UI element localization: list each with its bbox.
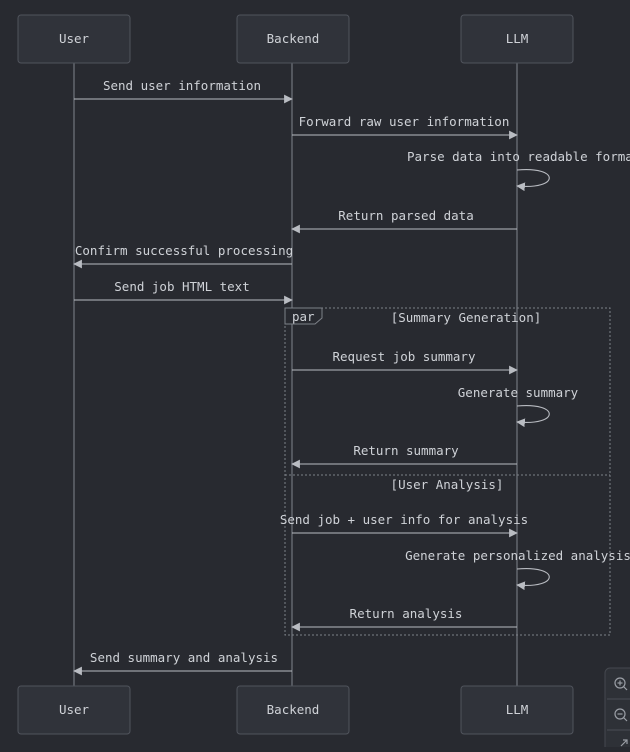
message-10: Send job + user info for analysis — [280, 512, 528, 538]
message-4: Return parsed data — [291, 208, 517, 234]
par-section-summary-label: [Summary Generation] — [391, 310, 542, 325]
message-10-label: Send job + user info for analysis — [280, 512, 528, 527]
actor-top-backend: Backend — [236, 14, 350, 64]
message-5-label: Confirm successful processing — [75, 243, 293, 258]
par-section-analysis-label: [User Analysis] — [391, 477, 504, 492]
message-11-self-arrow — [516, 568, 550, 591]
par-frame-border — [284, 307, 611, 636]
zoom-out-icon[interactable] — [614, 708, 628, 722]
message-9-label: Return summary — [353, 443, 459, 458]
zoom-in-icon[interactable] — [614, 677, 628, 691]
actor-top-user-box — [17, 14, 131, 64]
actor-bottom-backend: Backend — [236, 685, 350, 735]
message-11-label: Generate personalized analysis — [405, 548, 630, 563]
actor-top-user-label: User — [59, 31, 90, 46]
par-keyword: par — [292, 309, 315, 324]
actor-bottom-user: User — [17, 685, 131, 735]
message-5: Confirm successful processing — [73, 243, 293, 269]
message-13: Send summary and analysis — [73, 650, 292, 676]
message-13-label: Send summary and analysis — [90, 650, 278, 665]
actor-top-user: User — [17, 14, 131, 64]
message-8: Generate summary — [458, 385, 579, 428]
par-tag-box — [284, 307, 323, 325]
message-12: Return analysis — [291, 606, 517, 632]
zoom-controls-panel — [604, 667, 630, 752]
message-8-self-arrow — [516, 405, 550, 428]
message-3: Parse data into readable format — [407, 149, 630, 192]
message-3-label: Parse data into readable format — [407, 149, 630, 164]
message-3-self-arrow — [516, 169, 550, 192]
message-9: Return summary — [291, 443, 517, 469]
message-6: Send job HTML text — [74, 279, 293, 305]
message-6-label: Send job HTML text — [114, 279, 249, 294]
message-2: Forward raw user information — [292, 114, 518, 140]
zoom-controls — [604, 667, 630, 752]
message-4-label: Return parsed data — [338, 208, 473, 223]
actor-bottom-llm: LLM — [460, 685, 574, 735]
actor-bottom-backend-label: Backend — [267, 702, 320, 717]
actor-bottom-user-box — [17, 685, 131, 735]
message-8-label: Generate summary — [458, 385, 579, 400]
message-7: Request job summary — [292, 349, 518, 375]
expand-icon[interactable] — [620, 739, 628, 747]
actor-top-backend-box — [236, 14, 350, 64]
message-12-label: Return analysis — [350, 606, 463, 621]
message-2-label: Forward raw user information — [299, 114, 510, 129]
message-1: Send user information — [74, 78, 293, 104]
actor-bottom-llm-box — [460, 685, 574, 735]
message-1-label: Send user information — [103, 78, 261, 93]
actor-bottom-llm-label: LLM — [506, 702, 529, 717]
actor-top-llm-label: LLM — [506, 31, 529, 46]
actor-bottom-user-label: User — [59, 702, 90, 717]
actor-top-backend-label: Backend — [267, 31, 320, 46]
message-11: Generate personalized analysis — [405, 548, 630, 591]
actor-top-llm-box — [460, 14, 574, 64]
actor-bottom-backend-box — [236, 685, 350, 735]
par-frame: par [Summary Generation] [User Analysis] — [284, 307, 611, 636]
actor-top-llm: LLM — [460, 14, 574, 64]
message-7-label: Request job summary — [333, 349, 476, 364]
